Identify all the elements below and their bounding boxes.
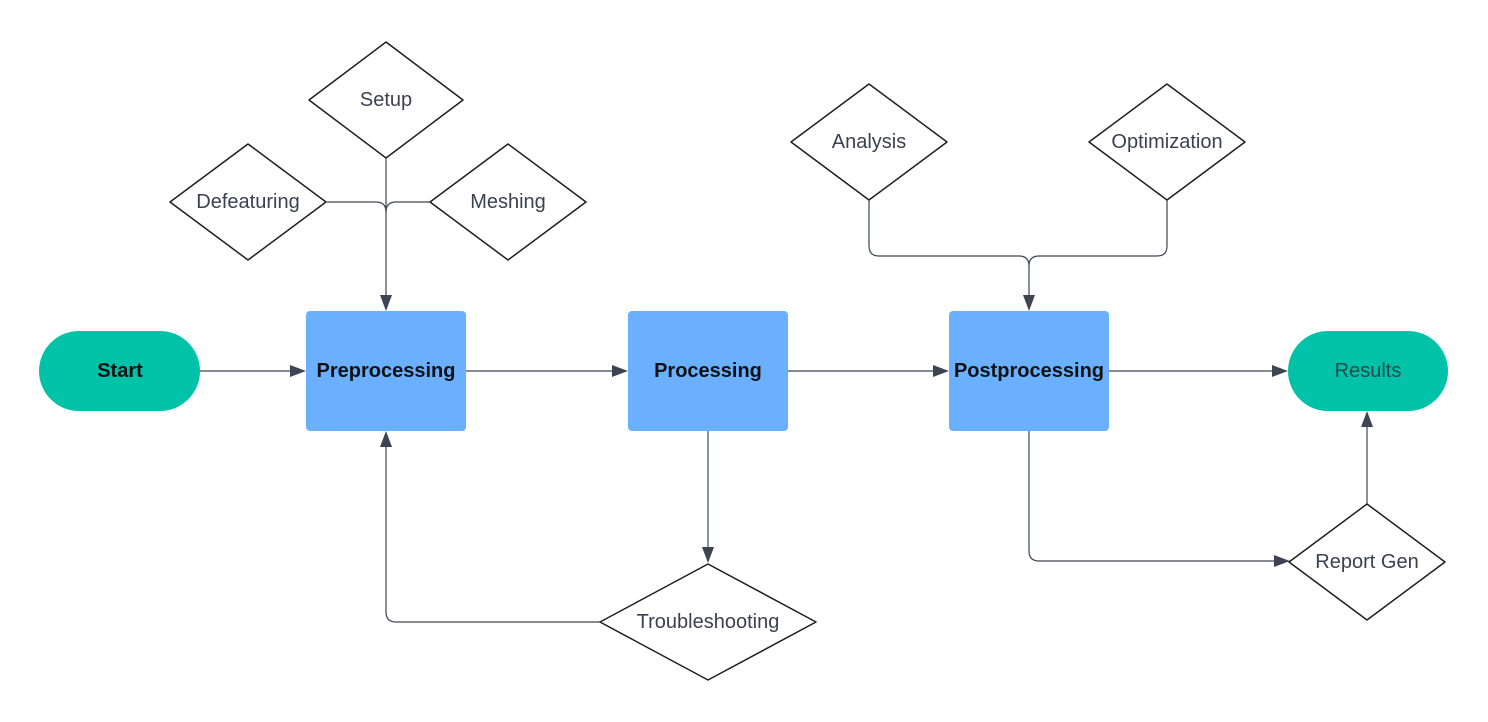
results-terminal-shape — [1288, 331, 1448, 411]
connector-defeaturing-to-preprocessing — [327, 201, 387, 213]
node-analysis[interactable]: Analysis — [790, 83, 948, 201]
defeaturing-label: Defeaturing — [196, 191, 299, 213]
node-troubleshooting[interactable]: Troubleshooting — [599, 563, 817, 681]
setup-decision-shape — [308, 41, 464, 159]
start-label: Start — [97, 360, 143, 382]
troubleshooting-label: Troubleshooting — [637, 611, 780, 633]
node-results[interactable]: Results — [1288, 331, 1448, 411]
troubleshooting-decision-shape — [599, 563, 817, 681]
start-terminal-shape — [39, 331, 200, 411]
connector-troubleshooting-to-preprocessing — [380, 431, 600, 623]
processing-label: Processing — [654, 360, 762, 382]
node-processing[interactable]: Processing — [628, 311, 788, 431]
connector-postprocessing-to-results — [1109, 365, 1288, 377]
node-start[interactable]: Start — [39, 331, 200, 411]
node-preprocessing[interactable]: Preprocessing — [306, 311, 466, 431]
postprocessing-label: Postprocessing — [954, 360, 1104, 382]
meshing-label: Meshing — [470, 191, 546, 213]
preprocessing-process-shape — [306, 311, 466, 431]
optimization-label: Optimization — [1111, 131, 1222, 153]
setup-label: Setup — [360, 89, 412, 111]
connector-optimization-to-postprocessing — [1028, 200, 1168, 267]
node-meshing[interactable]: Meshing — [429, 143, 587, 261]
preprocessing-label: Preprocessing — [317, 360, 456, 382]
connector-processing-to-troubleshooting — [702, 431, 714, 563]
node-postprocessing[interactable]: Postprocessing — [949, 311, 1109, 431]
optimization-decision-shape — [1088, 83, 1246, 201]
connector-analysis-to-postprocessing — [868, 200, 1035, 311]
connector-meshing-to-preprocessing — [385, 201, 431, 213]
analysis-decision-shape — [790, 83, 948, 201]
connector-postprocessing-to-report-gen — [1028, 431, 1290, 567]
node-setup[interactable]: Setup — [308, 41, 464, 159]
node-defeaturing[interactable]: Defeaturing — [169, 143, 327, 261]
meshing-decision-shape — [429, 143, 587, 261]
connector-setup-to-preprocessing — [380, 158, 392, 311]
report-gen-label: Report Gen — [1315, 551, 1418, 573]
results-label: Results — [1335, 360, 1402, 382]
postprocessing-process-shape — [949, 311, 1109, 431]
connectors-layer — [200, 158, 1373, 623]
node-optimization[interactable]: Optimization — [1088, 83, 1246, 201]
connector-report-gen-to-results — [1361, 411, 1373, 504]
analysis-label: Analysis — [832, 131, 906, 153]
connector-preprocessing-to-processing — [466, 365, 628, 377]
report-gen-decision-shape — [1288, 503, 1446, 621]
defeaturing-decision-shape — [169, 143, 327, 261]
connector-start-to-preprocessing — [200, 365, 306, 377]
connector-processing-to-postprocessing — [788, 365, 949, 377]
node-report-gen[interactable]: Report Gen — [1288, 503, 1446, 621]
processing-process-shape — [628, 311, 788, 431]
